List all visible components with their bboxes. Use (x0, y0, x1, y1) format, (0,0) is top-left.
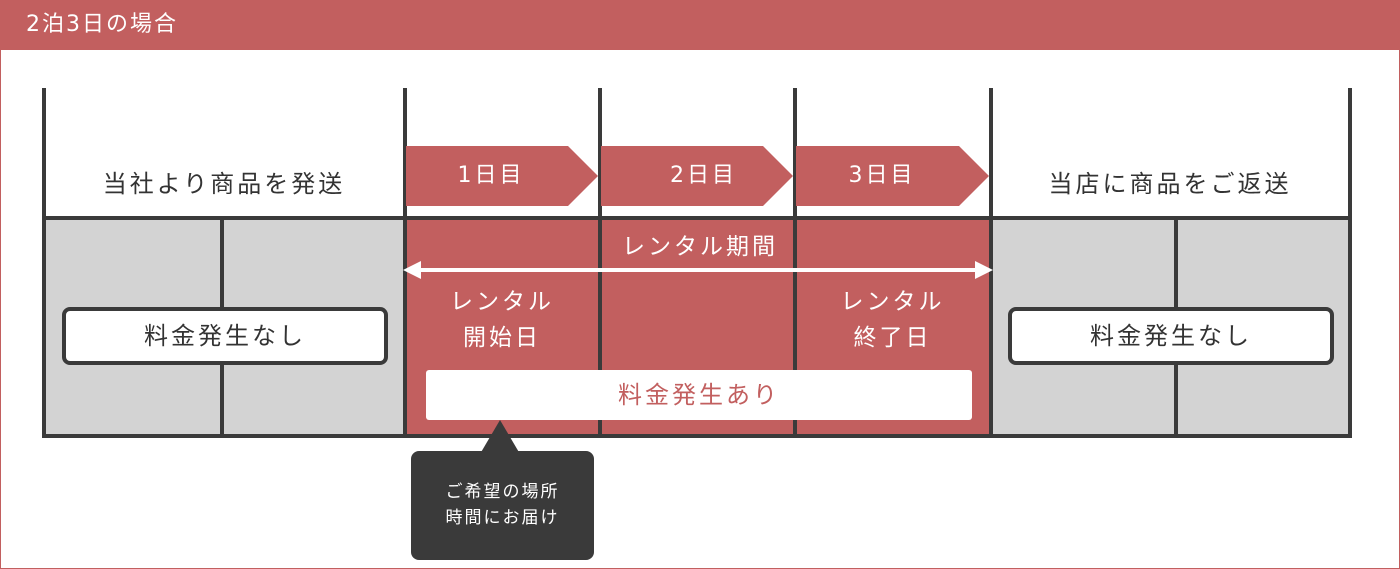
rental-period-label: レンタル期間 (622, 234, 778, 260)
rental-end-line1: レンタル (840, 289, 945, 315)
grid-line (42, 88, 46, 438)
grid-line (403, 88, 407, 438)
header-title: 2泊3日の場合 (26, 12, 178, 37)
ship-out-label: 当社より商品を発送 (102, 170, 346, 198)
delivery-note-line1: ご希望の場所 (445, 482, 560, 502)
chevron-arrow-icon (406, 146, 598, 206)
grid-line (793, 88, 797, 438)
no-charge-badge-right: 料金発生なし (1008, 307, 1334, 365)
day-2-chevron: 2日目 (601, 146, 793, 206)
chevron-arrow-icon (601, 146, 793, 206)
return-label: 当店に商品をご返送 (1048, 170, 1292, 198)
delivery-note-line2: 時間にお届け (445, 508, 560, 528)
day-3-label: 3日目 (848, 163, 916, 188)
double-arrow-icon (403, 261, 993, 279)
rental-start-line2: 開始日 (463, 325, 541, 351)
charge-badge: 料金発生あり (426, 370, 972, 420)
chevron-arrow-icon (796, 146, 989, 206)
day-1-label: 1日目 (457, 163, 525, 188)
delivery-tooltip: ご希望の場所 時間にお届け (411, 451, 594, 560)
rental-end-line2: 終了日 (853, 325, 932, 351)
day-1-chevron: 1日目 (406, 146, 598, 206)
rental-start-line1: レンタル (450, 289, 554, 315)
day-3-chevron: 3日目 (796, 146, 989, 206)
grid-line (1348, 88, 1352, 438)
tooltip-pointer-icon (480, 420, 520, 454)
grid-line (989, 88, 993, 438)
header-bar: 2泊3日の場合 (0, 0, 1400, 50)
grid-line (598, 88, 602, 438)
grid-line (42, 216, 1352, 220)
grid-line (42, 434, 1352, 438)
no-charge-badge-left: 料金発生なし (62, 307, 388, 365)
day-2-label: 2日目 (670, 163, 737, 188)
